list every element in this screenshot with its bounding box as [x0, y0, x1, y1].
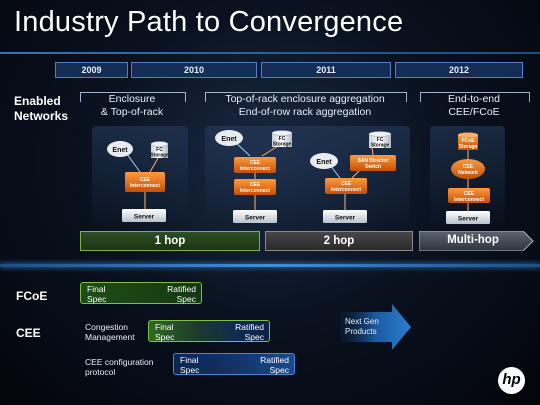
cee-interconnect-icon [234, 179, 276, 195]
cee-interconnect-icon [448, 188, 490, 203]
cee-label-2: Interconnect [454, 197, 484, 203]
diagram-e2e: FCoE Storage CEE Network CEE Interconnec… [446, 132, 490, 224]
diagram-tor-a: Enet FC Storage CEE Interconnect CEE Int… [215, 130, 293, 223]
cee-interconnect-icon [125, 172, 165, 192]
fc-storage-icon [369, 134, 391, 148]
hop-2: 2 hop [265, 231, 413, 251]
cee-label-1: CEE [341, 181, 352, 187]
cee-network-cloud-icon [451, 159, 485, 179]
cee-network-label-1: CEE [463, 164, 474, 170]
cee-label-2: Interconnect [130, 183, 160, 189]
server-label: Server [335, 215, 356, 222]
cee-label-2: Interconnect [240, 166, 270, 172]
cee-label-2: Interconnect [331, 187, 361, 193]
fc-storage-label-1: FC [156, 147, 163, 153]
fc-storage-label-1: FC [279, 136, 286, 142]
enet-label: Enet [221, 136, 237, 143]
hop-multi-arrow [419, 231, 534, 251]
diagram-enclosure: Enet FC Storage CEE Interconnect Server [107, 141, 169, 222]
fc-storage-label-1: FC [377, 137, 384, 143]
cee-label-2: Interconnect [240, 188, 270, 194]
year-2009: 2009 [55, 62, 128, 78]
server-label: Server [458, 216, 479, 223]
server-icon [233, 210, 277, 223]
row-label-fcoe: FCoE [16, 289, 48, 303]
server-icon [446, 211, 490, 224]
fcoe-storage-label-1: FCoE [461, 138, 475, 144]
year-2012: 2012 [395, 62, 523, 78]
enet-cloud-icon [215, 130, 243, 146]
hp-logo: hp [498, 367, 525, 394]
fc-storage-label-2: Storage [150, 153, 169, 159]
enet-label: Enet [316, 159, 332, 166]
fcoe-storage-label-2: Storage [459, 144, 478, 150]
enet-cloud-icon [310, 153, 338, 169]
cee-label-1: CEE [250, 160, 261, 166]
server-icon [122, 209, 166, 222]
cee-interconnect-icon [234, 157, 276, 173]
hop-multi: Multi-hop [447, 234, 499, 246]
diagram-tor-b: Enet FC Storage SAN Director Switch CEE … [310, 131, 396, 223]
title-underline [0, 52, 540, 54]
enet-label: Enet [112, 147, 128, 154]
cee-label-1: CEE [140, 177, 151, 183]
hop-1: 1 hop [80, 231, 260, 251]
enabled-networks-label: Enabled Networks [14, 94, 74, 124]
cee-label-1: CEE [464, 191, 475, 197]
fc-storage-icon [151, 144, 168, 158]
bracket-tor [205, 92, 407, 102]
san-label-2: Switch [365, 164, 381, 170]
bracket-enclosure [80, 92, 186, 102]
san-label-1: SAN Director [357, 158, 388, 164]
row-label-cee: CEE [16, 326, 41, 340]
fcoe-storage-icon [458, 135, 478, 150]
cee-network-label-2: Network [458, 170, 478, 176]
cee-label-1: CEE [250, 182, 261, 188]
fc-storage-icon [272, 133, 292, 147]
bracket-e2e [420, 92, 530, 102]
enabled-networks-text: Enabled Networks [14, 94, 69, 123]
server-label: Server [245, 215, 266, 222]
enet-cloud-icon [107, 141, 133, 157]
san-director-switch-icon [350, 155, 396, 171]
section-divider [0, 264, 540, 267]
next-gen-arrow [340, 304, 411, 350]
hp-logo-text: hp [502, 371, 521, 388]
slide-title: Industry Path to Convergence [14, 6, 404, 38]
year-2011: 2011 [261, 62, 391, 78]
server-label: Server [134, 214, 155, 221]
column-header-enclosure: Enclosure& Top-of-rack [80, 93, 184, 119]
fc-storage-label-2: Storage [371, 143, 390, 149]
cee-interconnect-icon [325, 178, 367, 194]
server-icon [323, 210, 367, 223]
fc-storage-label-2: Storage [273, 142, 292, 148]
column-header-enclosure-text: Enclosure& Top-of-rack [100, 93, 164, 118]
year-2010: 2010 [131, 62, 257, 78]
